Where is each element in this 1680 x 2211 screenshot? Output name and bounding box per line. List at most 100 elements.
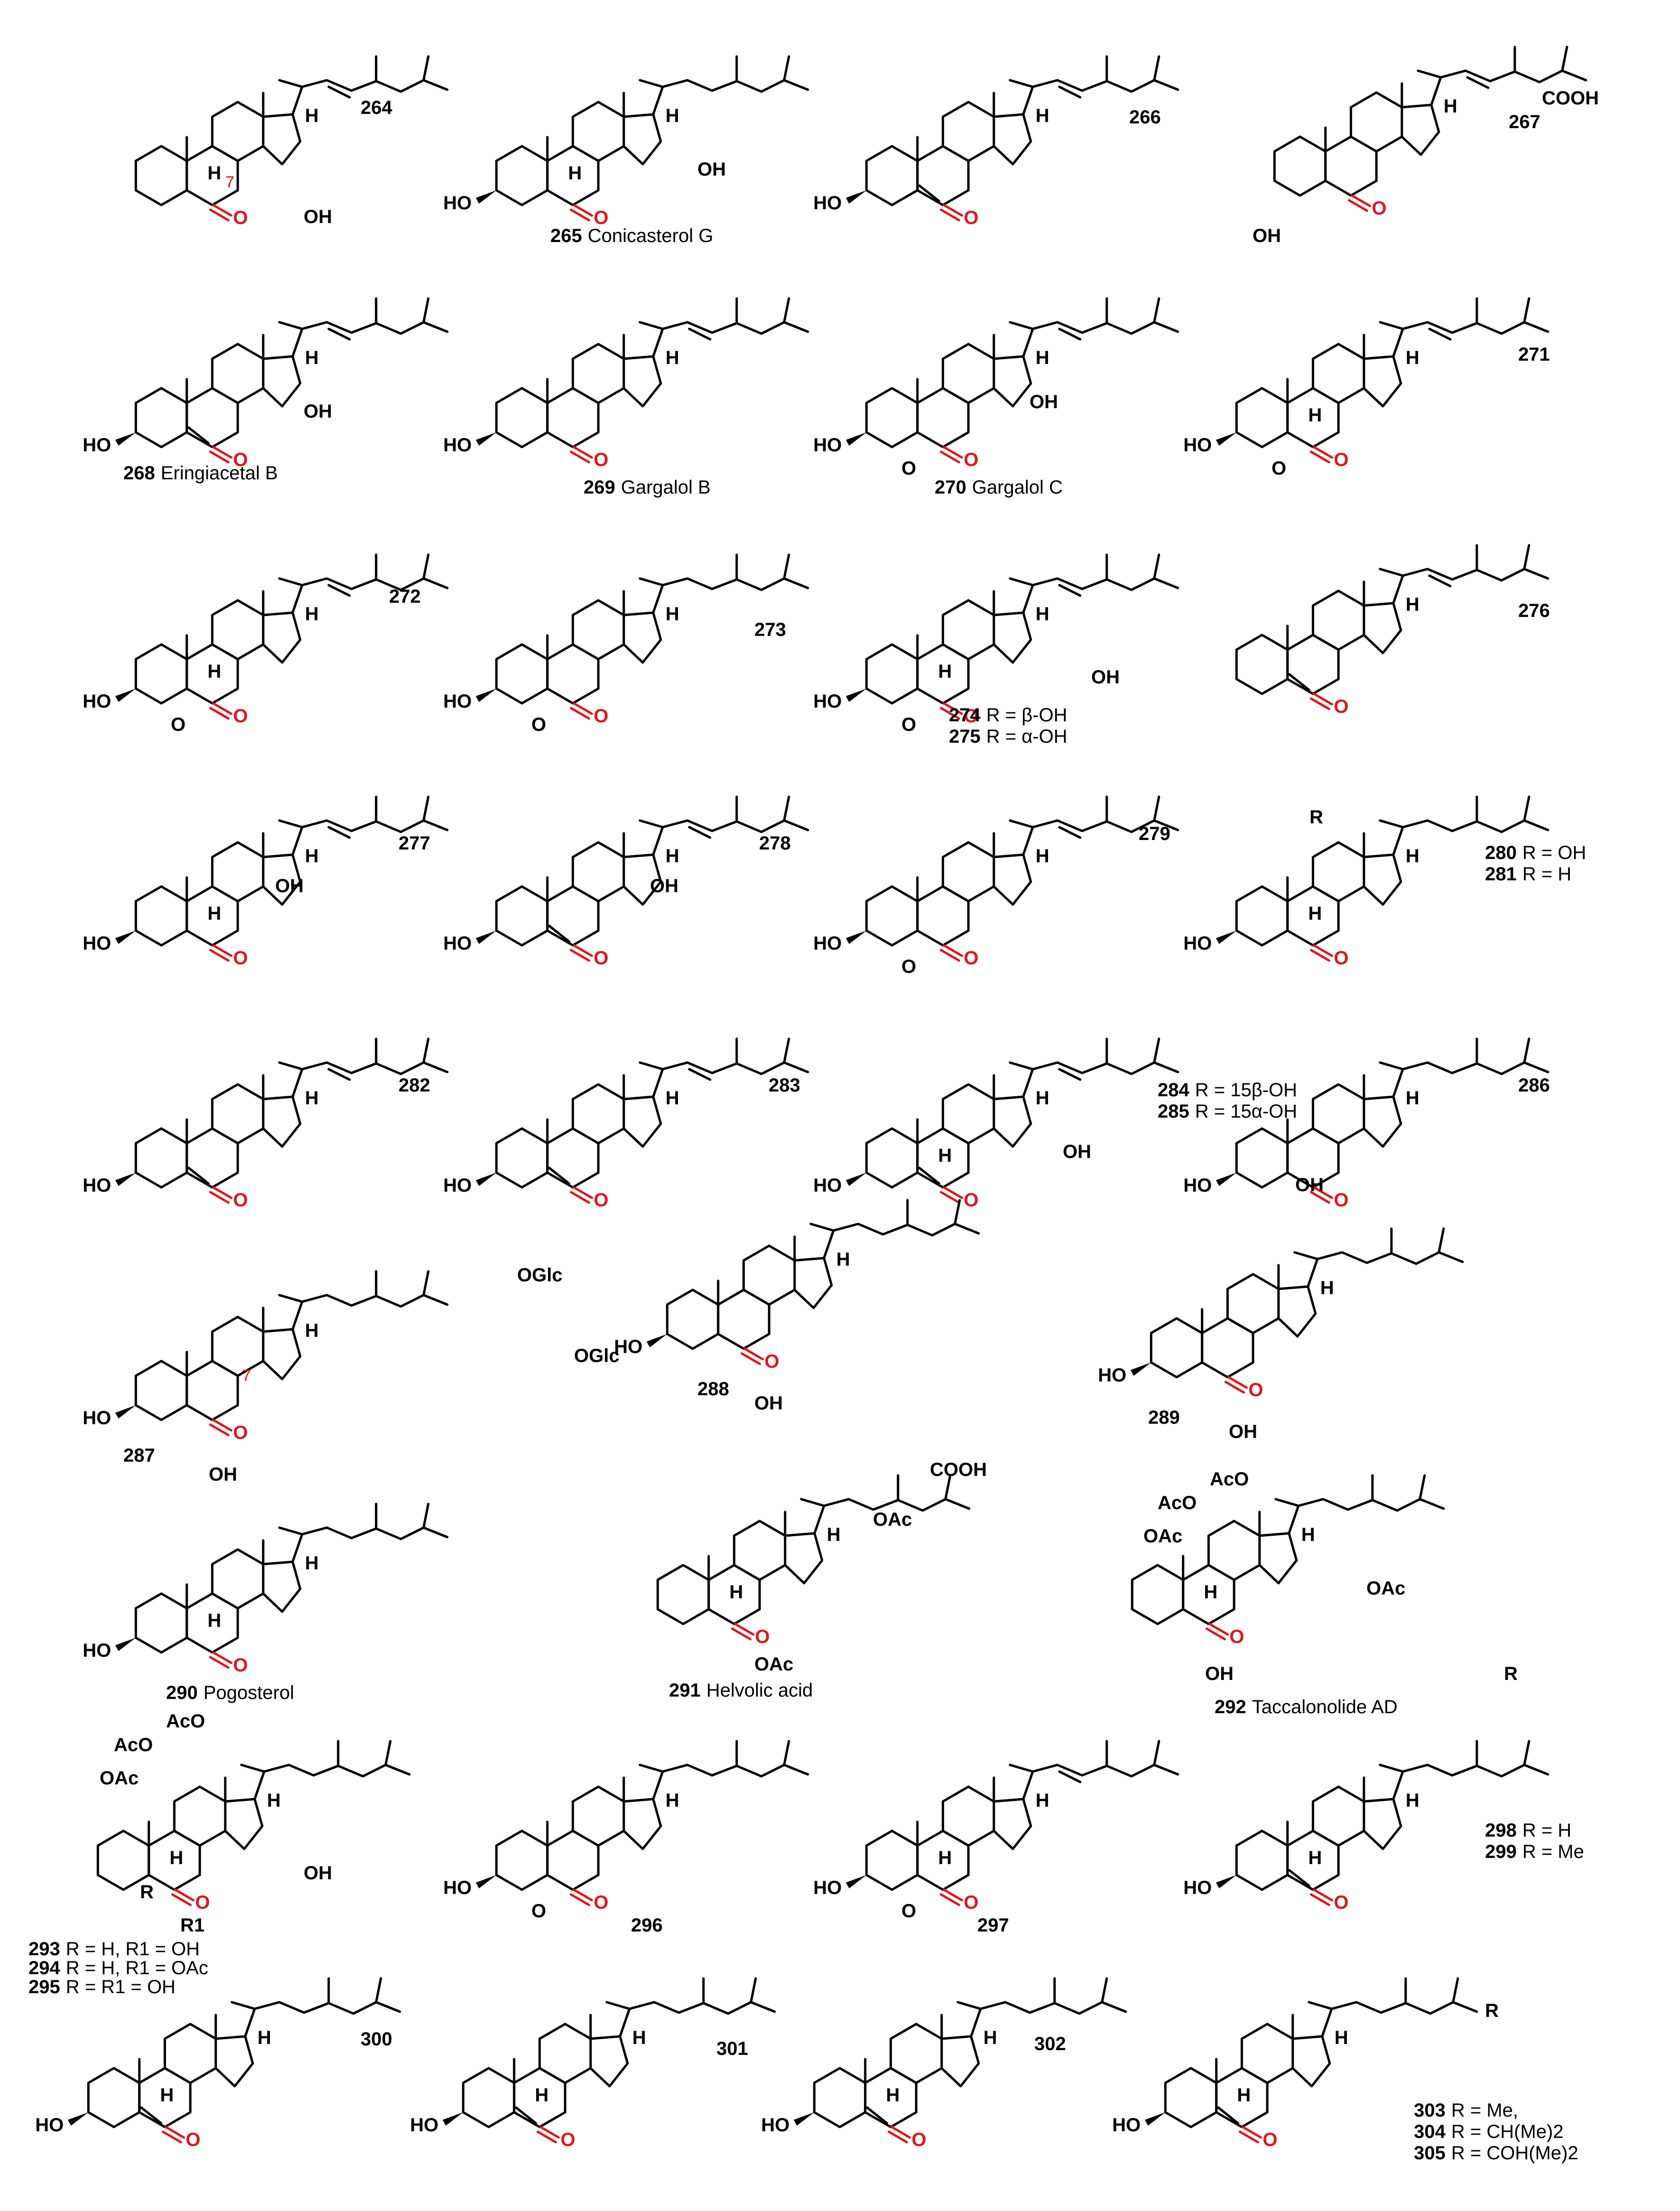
ring-path xyxy=(262,853,302,906)
o-atom: O xyxy=(901,1901,916,1922)
wedge-bond xyxy=(1130,1362,1151,1376)
bond-line xyxy=(1523,819,1550,831)
ring-path xyxy=(1363,355,1402,408)
bond-line xyxy=(1153,1763,1179,1776)
r-group-note: R = 15α-OH xyxy=(1195,1101,1297,1122)
bond-line xyxy=(209,707,230,720)
bond-line xyxy=(572,446,593,459)
bond-line xyxy=(1153,1037,1160,1064)
h-atom: H xyxy=(1036,347,1049,368)
h-atom: H xyxy=(938,1145,952,1166)
h-atom: H xyxy=(305,604,319,625)
compound-name: Helvolic acid xyxy=(706,1680,813,1701)
compound-label-264: 264 xyxy=(361,97,392,118)
bond-line xyxy=(944,1474,952,1501)
wedge-bond xyxy=(845,1875,867,1889)
o-atom: O xyxy=(901,458,916,479)
wedge-bond xyxy=(475,689,497,702)
bond-line xyxy=(1350,194,1371,207)
r-group-note: R = H xyxy=(1522,1820,1571,1841)
bond-line xyxy=(783,795,790,822)
bond-line xyxy=(1153,55,1160,82)
compound-number: 295 xyxy=(28,1977,60,1997)
o-atom: O xyxy=(594,207,608,228)
o-atom: O xyxy=(901,714,916,735)
bond-line xyxy=(240,1763,266,1773)
bond-line xyxy=(327,327,351,341)
compound-number: 297 xyxy=(977,1915,1009,1936)
bond-line xyxy=(1309,1191,1330,1204)
compound-label-297: 297 xyxy=(977,1915,1009,1936)
r-group-note: R = R1 = OH xyxy=(66,1977,176,1997)
ring-path xyxy=(940,2035,980,2088)
o-atom: O xyxy=(594,449,608,470)
bond-line xyxy=(942,446,963,459)
h-atom: H xyxy=(666,604,679,625)
o-atom: O xyxy=(233,948,248,969)
bond-line xyxy=(569,949,590,962)
h-atom: H xyxy=(1204,1582,1217,1603)
compound-name: Gargalol B xyxy=(621,477,711,498)
wedge-bond xyxy=(67,2112,89,2126)
oac-label: OAc xyxy=(1143,1526,1182,1547)
bond-line xyxy=(1561,46,1569,72)
compound-label-282: 282 xyxy=(399,1075,430,1096)
bond-line xyxy=(375,2001,401,2013)
wedge-bond xyxy=(1216,931,1237,944)
ho-label: HO xyxy=(443,933,472,954)
ho-label: HO xyxy=(813,1877,842,1898)
bond-line xyxy=(1153,553,1160,580)
compound-label: 289 xyxy=(1148,1407,1180,1428)
bond-line xyxy=(731,1627,752,1641)
aco-label: AcO xyxy=(166,1711,205,1732)
h-atom: H xyxy=(1406,1088,1420,1109)
bond-line xyxy=(212,204,232,217)
o-atom: O xyxy=(233,706,248,727)
compound-number: 274 xyxy=(949,705,981,726)
bond-line xyxy=(164,2126,185,2139)
r-group-label-285: 285 R = 15α-OH xyxy=(1158,1101,1297,1122)
ring-path xyxy=(622,355,662,408)
bond-line xyxy=(750,2001,776,2013)
bond-line xyxy=(422,1526,449,1539)
ring-path xyxy=(793,1257,833,1309)
ring-path xyxy=(993,1095,1032,1148)
compound-label: 276 xyxy=(1518,600,1550,621)
bond-line xyxy=(1379,568,1404,577)
ring-path xyxy=(224,1798,264,1850)
compound-number: 278 xyxy=(759,833,791,854)
ring-path xyxy=(622,113,662,166)
compound-name: Pogosterol xyxy=(204,1682,294,1703)
wedge-bond xyxy=(115,1405,136,1419)
compound-number: 293 xyxy=(28,1939,60,1959)
bond-line xyxy=(942,1888,963,1902)
bond-line xyxy=(569,1191,590,1204)
h-atom: H xyxy=(305,1088,319,1109)
bond-line xyxy=(212,446,232,459)
bond-line xyxy=(1217,2106,1239,2125)
ring-path xyxy=(622,1095,662,1148)
bond-line xyxy=(539,2126,560,2139)
h-atom: H xyxy=(1406,347,1420,368)
bond-line xyxy=(1379,1061,1404,1071)
compound-number: 285 xyxy=(1158,1101,1189,1122)
h-atom: H xyxy=(305,347,319,368)
h-atom: H xyxy=(1308,405,1322,426)
o-atom: O xyxy=(764,1351,779,1372)
compound-label: 279 xyxy=(1139,823,1170,844)
bond-line xyxy=(1561,69,1587,82)
bond-line xyxy=(639,1763,664,1773)
bond-line xyxy=(1009,1061,1034,1071)
bond-line xyxy=(209,1656,230,1669)
ho-label: HO xyxy=(83,1640,111,1661)
compound-number: 296 xyxy=(631,1915,663,1936)
ring-path xyxy=(262,611,302,664)
bond-line xyxy=(954,1199,961,1225)
